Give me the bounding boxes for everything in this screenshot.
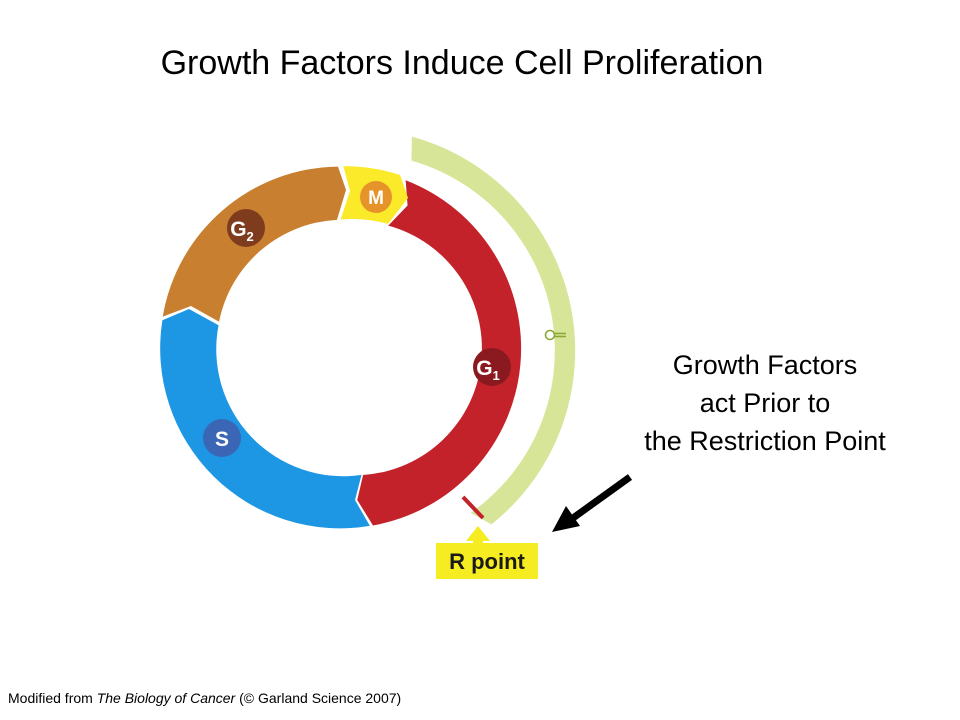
annotation-line-3: the Restriction Point (644, 426, 886, 456)
growth-factor-arc (411, 136, 576, 525)
m-badge: M (360, 181, 392, 213)
annotation-line-1: Growth Factors (672, 350, 858, 380)
g2-badge: G2 (227, 209, 265, 247)
g2-label: G (230, 218, 246, 241)
pointer-arrow-shaft (570, 474, 633, 521)
slide-title: Growth Factors Induce Cell Proliferation (160, 44, 764, 82)
g1-label: G (476, 357, 492, 380)
annotation-line-2: act Prior to (699, 388, 831, 418)
restriction-point-marker (461, 495, 485, 520)
g1-badge: G1 (473, 348, 511, 386)
s-phase-segment (160, 309, 370, 529)
g1-subscript: 1 (493, 368, 500, 383)
svg-text:G1: G1 (476, 357, 500, 383)
r-point-label: R point (449, 549, 525, 574)
r-point-box (436, 543, 538, 579)
r-point-up-arrow (466, 526, 490, 548)
m-label: M (368, 188, 384, 209)
restriction-point-annotation: Growth Factors act Prior to the Restrict… (600, 346, 930, 460)
credit-prefix: Modified from (8, 690, 97, 706)
credit-book-title: The Biology of Cancer (96, 690, 236, 706)
s-label: S (215, 428, 229, 451)
g2-subscript: 2 (247, 229, 254, 244)
pointer-arrow-head (552, 506, 580, 532)
credit-suffix: (© Garland Science 2007) (235, 690, 402, 706)
g1-phase-segment (357, 180, 522, 526)
s-badge: S (203, 419, 241, 457)
svg-text:G2: G2 (230, 218, 254, 244)
key-icon (544, 329, 566, 341)
source-credit: Modified from The Biology of Cancer (© G… (8, 690, 401, 706)
